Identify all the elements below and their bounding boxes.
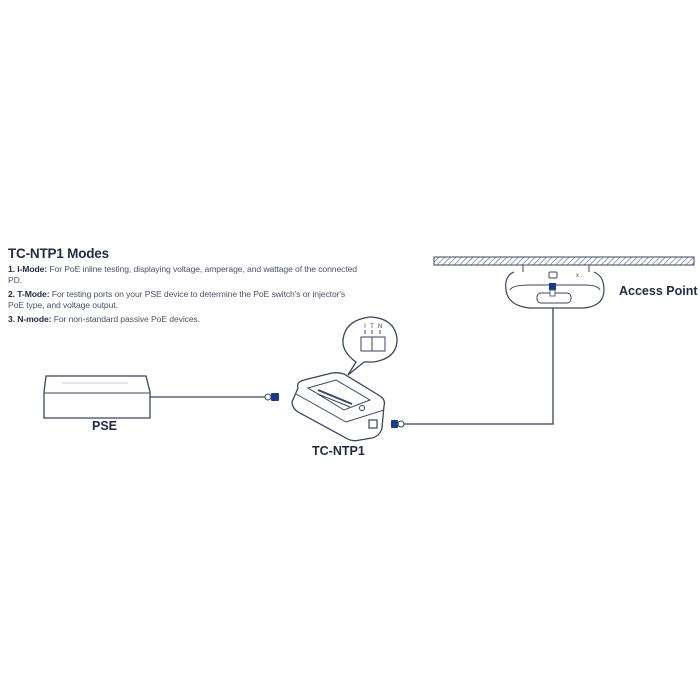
ceiling-icon [433,256,695,266]
mode-description: For non-standard passive PoE devices. [51,314,200,324]
mode-description: For PoE inline testing, displaying volta… [8,264,357,285]
mode-item-t: 2. T-Mode: For testing ports on your PSE… [8,289,358,311]
tc-ntp1-device-icon [291,372,386,442]
switch-label-i: I [364,324,366,330]
mode-label: 2. T-Mode: [8,289,50,299]
rj45-connector-icon [391,420,405,428]
access-point-label: Access Point [619,284,698,298]
modes-section: TC-NTP1 Modes 1. I-Mode: For PoE inline … [8,246,358,328]
mode-item-i: 1. I-Mode: For PoE inline testing, displ… [8,264,358,286]
switch-label-t: T [370,324,374,330]
mode-description: For testing ports on your PSE device to … [8,289,346,310]
rj45-connector-icon [264,393,279,401]
switch-label-n: N [378,324,382,330]
pse-device-icon [43,375,151,419]
mode-switch-callout: I T N [342,316,398,376]
ethernet-cable-ap [404,302,554,425]
mode-label: 3. N-mode: [8,314,52,324]
svg-text:x .: x . [576,273,583,279]
modes-title: TC-NTP1 Modes [8,246,109,261]
pse-label: PSE [92,419,118,433]
mode-item-n: 3. N-mode: For non-standard passive PoE … [8,314,358,325]
access-point-icon: x . [505,264,605,309]
mode-label: 1. I-Mode: [8,264,48,274]
tester-label: TC-NTP1 [312,444,365,458]
